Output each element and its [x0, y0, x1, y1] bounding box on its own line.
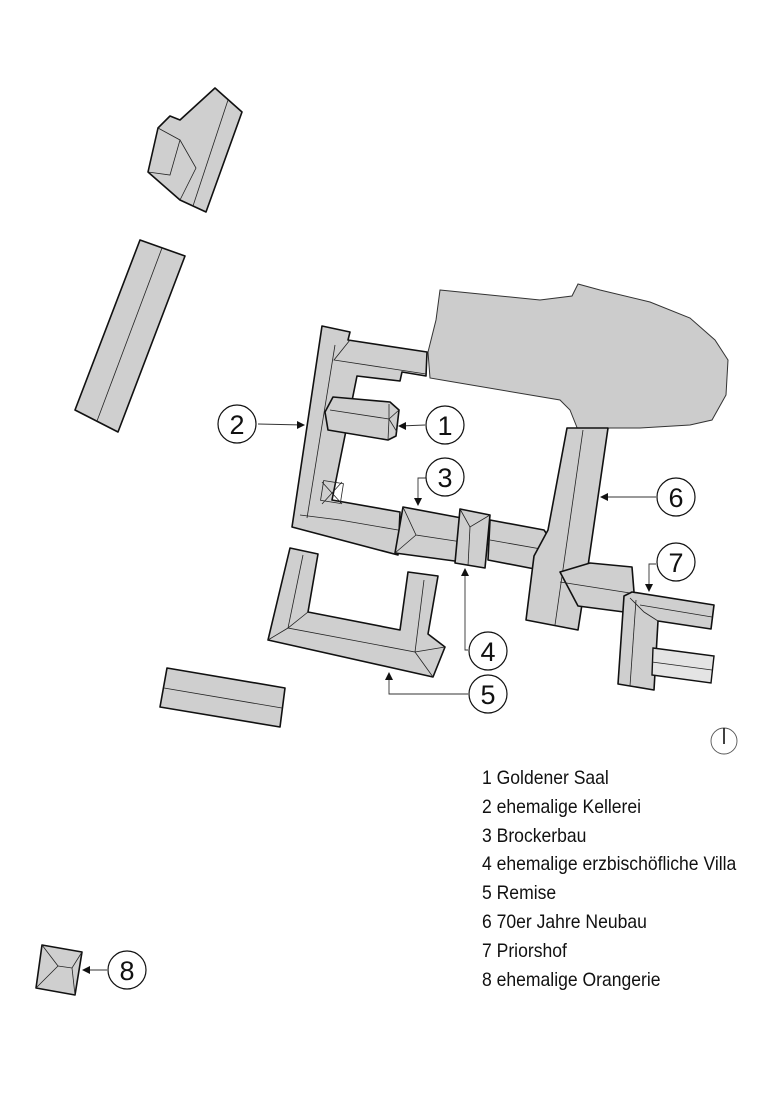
marker-3: 3 — [425, 457, 465, 497]
legend-item: 4 ehemalige erzbischöfliche Villa — [482, 853, 737, 876]
marker-5: 5 — [468, 674, 508, 714]
building-1-goldener-saal — [324, 396, 400, 441]
leader-lines — [82, 421, 656, 974]
svg-text:3: 3 — [437, 463, 452, 493]
legend-item: 3 Brockerbau — [482, 824, 587, 847]
building-4-villa — [454, 508, 491, 569]
building-6-neubau — [525, 427, 609, 631]
legend-item: 2 ehemalige Kellerei — [482, 795, 642, 818]
svg-text:8: 8 — [119, 956, 134, 986]
svg-text:5: 5 — [480, 680, 495, 710]
legend: 1 Goldener Saal 2 ehemalige Kellerei 3 B… — [482, 764, 765, 994]
legend-item: 8 ehemalige Orangerie — [482, 968, 661, 991]
marker-8: 8 — [107, 950, 147, 990]
svg-text:7: 7 — [668, 548, 683, 578]
north-arrow-icon — [710, 727, 738, 755]
building-northwest — [147, 87, 243, 213]
svg-text:6: 6 — [668, 483, 683, 513]
building-5-remise — [267, 547, 446, 678]
svg-text:4: 4 — [480, 637, 495, 667]
legend-item: 1 Goldener Saal — [482, 767, 609, 789]
marker-1: 1 — [425, 405, 465, 445]
marker-6: 6 — [656, 477, 696, 517]
legend-item: 7 Priorshof — [482, 939, 567, 962]
svg-text:2: 2 — [229, 410, 244, 440]
svg-text:1: 1 — [437, 411, 452, 441]
legend-item: 5 Remise — [482, 882, 557, 905]
building-long-west — [74, 239, 186, 433]
building-8-orangerie — [35, 944, 83, 996]
legend-item: 6 70er Jahre Neubau — [482, 910, 647, 933]
church — [427, 283, 729, 431]
building-7-priorshof — [617, 591, 715, 691]
marker-2: 2 — [217, 404, 257, 444]
marker-4: 4 — [468, 631, 508, 671]
building-south-west — [159, 667, 286, 728]
marker-7: 7 — [656, 542, 696, 582]
building-2-kellerei — [291, 325, 428, 556]
